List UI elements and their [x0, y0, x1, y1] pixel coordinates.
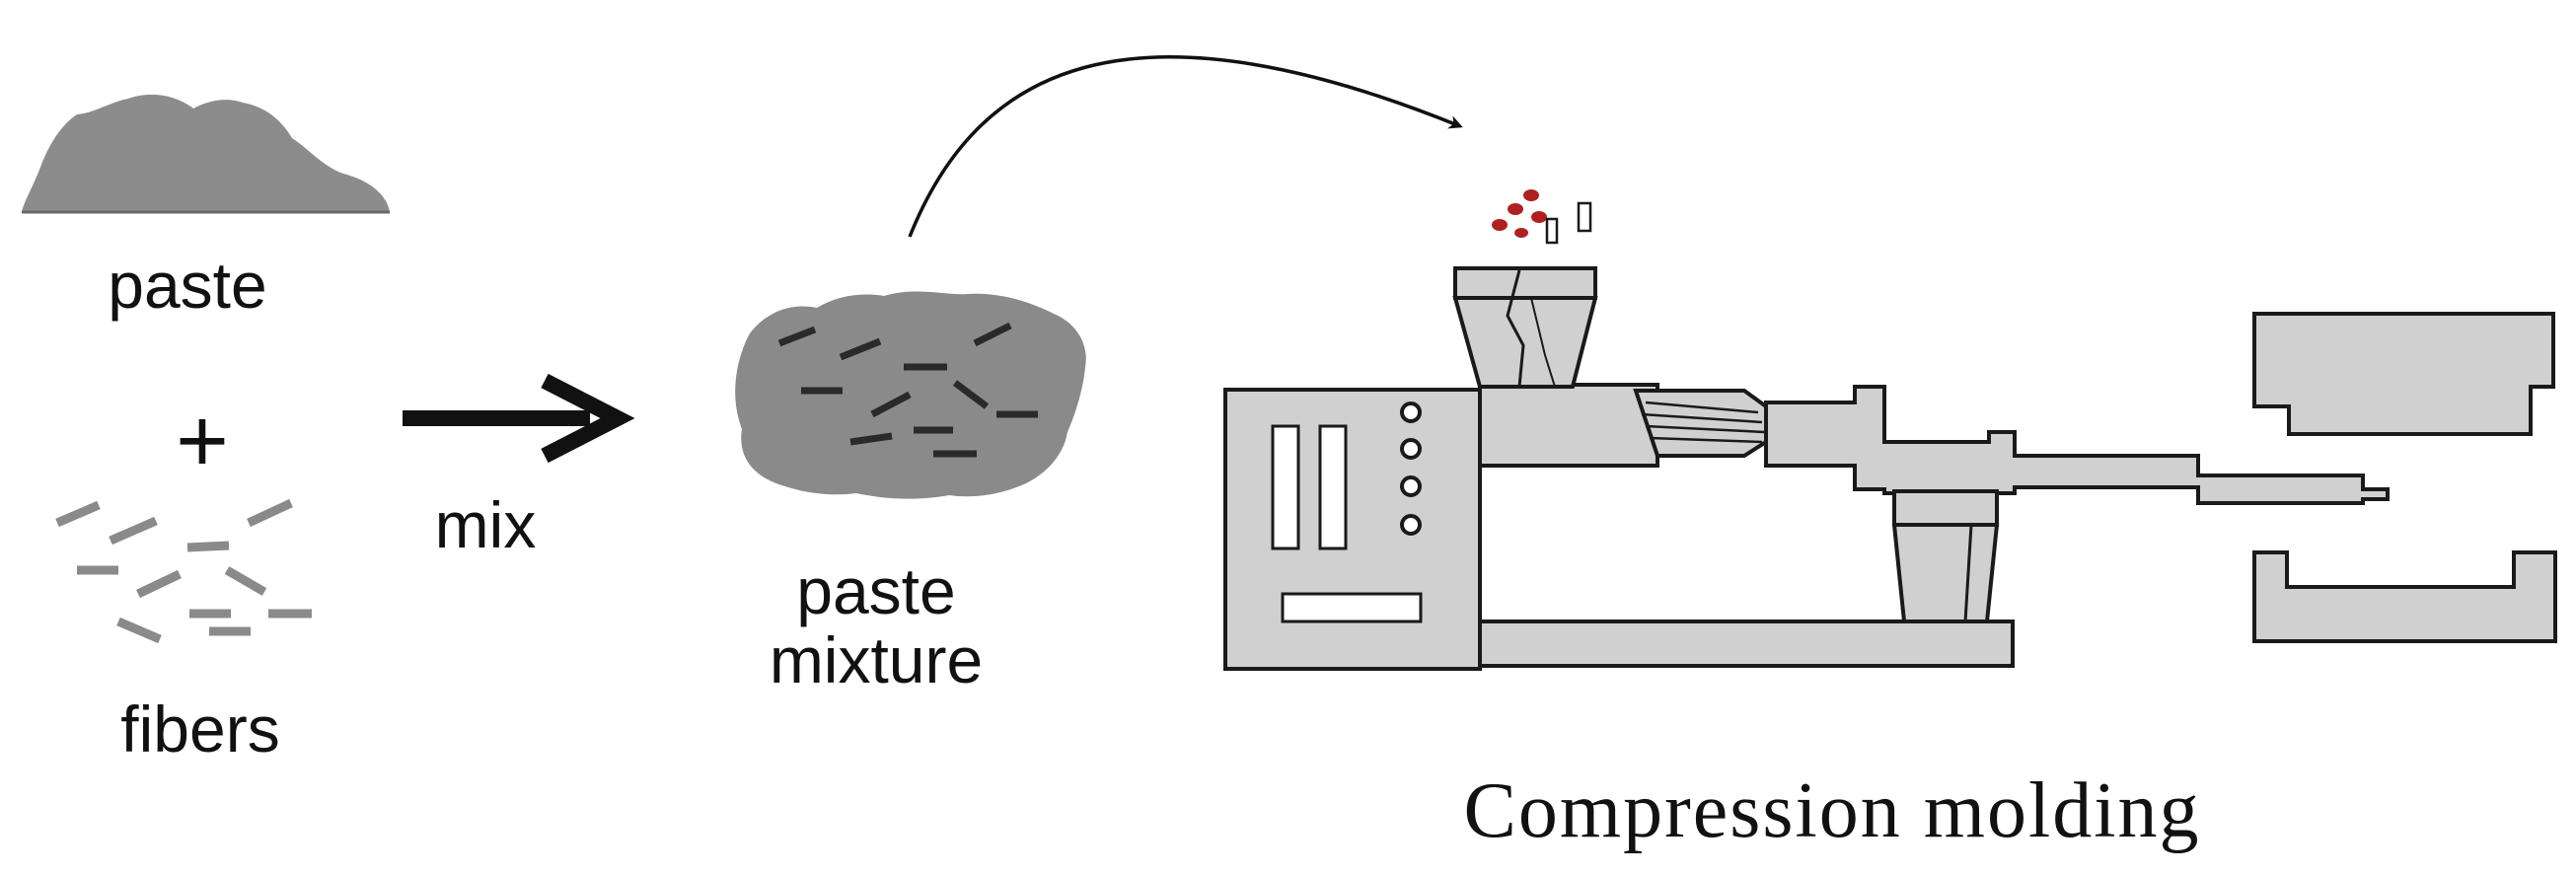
- plus-sign: +: [176, 391, 229, 491]
- paste-mixture-label-line1: paste: [796, 554, 955, 627]
- fibers-icon: [55, 498, 312, 644]
- paste-mixture-label-line2: mixture: [770, 623, 983, 696]
- pellets-icon: [1492, 189, 1592, 245]
- paste-blob-icon: [22, 94, 390, 214]
- fibers-label: fibers: [120, 693, 279, 766]
- curved-arrow-icon: [908, 55, 1463, 238]
- paste-mixture-icon: [735, 291, 1086, 499]
- process-title: Compression molding: [1464, 767, 2201, 854]
- mix-label: mix: [435, 488, 537, 561]
- injection-machine-icon: [1223, 266, 2390, 671]
- right-arrow-icon: [403, 373, 635, 464]
- mold-upper-half-icon: [2252, 312, 2555, 436]
- paste-label: paste: [108, 249, 266, 322]
- mold-lower-half-icon: [2252, 550, 2557, 643]
